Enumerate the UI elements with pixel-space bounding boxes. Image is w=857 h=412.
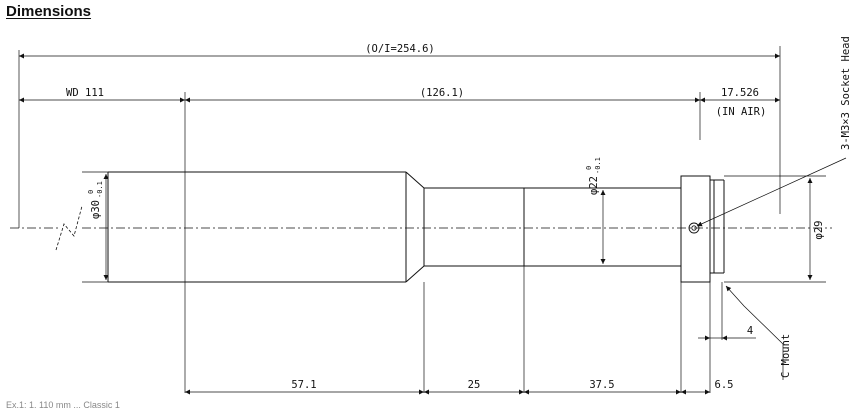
flange-note-label: (IN AIR): [716, 106, 767, 118]
front-diameter-annotation: φ30 0 -0.1: [87, 181, 104, 219]
working-distance-label: WD 111: [66, 87, 104, 99]
front-tol-upper: 0: [87, 190, 95, 194]
overall-length-label: (O/I=254.6): [365, 43, 435, 55]
mount-leader: [725, 285, 784, 345]
break-symbol: [55, 205, 83, 251]
lens-body: [107, 171, 725, 283]
mid-diameter-annotation: φ22 0 -0.1: [585, 157, 602, 195]
dimension-lines: [19, 53, 813, 395]
mount-callout: C Mount: [780, 334, 792, 378]
screw-callout-label: 3-M3×3 Socket Head: [840, 36, 852, 150]
taper-bottom: [405, 265, 425, 283]
mid-tol-lower: -0.1: [594, 157, 602, 174]
footer-note: Ex.1: 1. 110 mm ... Classic 1: [6, 400, 120, 410]
rear-diameter-annotation: φ29: [813, 221, 825, 240]
segment-2-label: 25: [468, 379, 481, 391]
section-heading: Dimensions: [6, 3, 92, 20]
rear-diameter-label: φ29: [813, 221, 825, 240]
mid-diameter-label: φ22: [588, 176, 600, 195]
segment-3-label: 37.5: [589, 379, 614, 391]
mid-span-label: (126.1): [420, 87, 464, 99]
socket-screw-icon: [688, 222, 700, 234]
mount-callout-label: C Mount: [780, 334, 792, 378]
rear-mount-block: [680, 175, 711, 283]
screw-callout: 3-M3×3 Socket Head: [840, 36, 852, 150]
flange-distance-label: 17.526: [721, 87, 759, 99]
taper-top: [405, 171, 425, 189]
front-diameter-label: φ30: [90, 200, 102, 219]
screw-leader: [696, 157, 847, 227]
segment-4-label: 6.5: [715, 379, 734, 391]
thread-gap-label: 4: [747, 325, 753, 337]
leader-lines: [696, 157, 847, 380]
segment-1-label: 57.1: [291, 379, 316, 391]
mid-tol-upper: 0: [585, 166, 593, 170]
front-tol-lower: -0.1: [96, 181, 104, 198]
center-line: [10, 205, 832, 251]
